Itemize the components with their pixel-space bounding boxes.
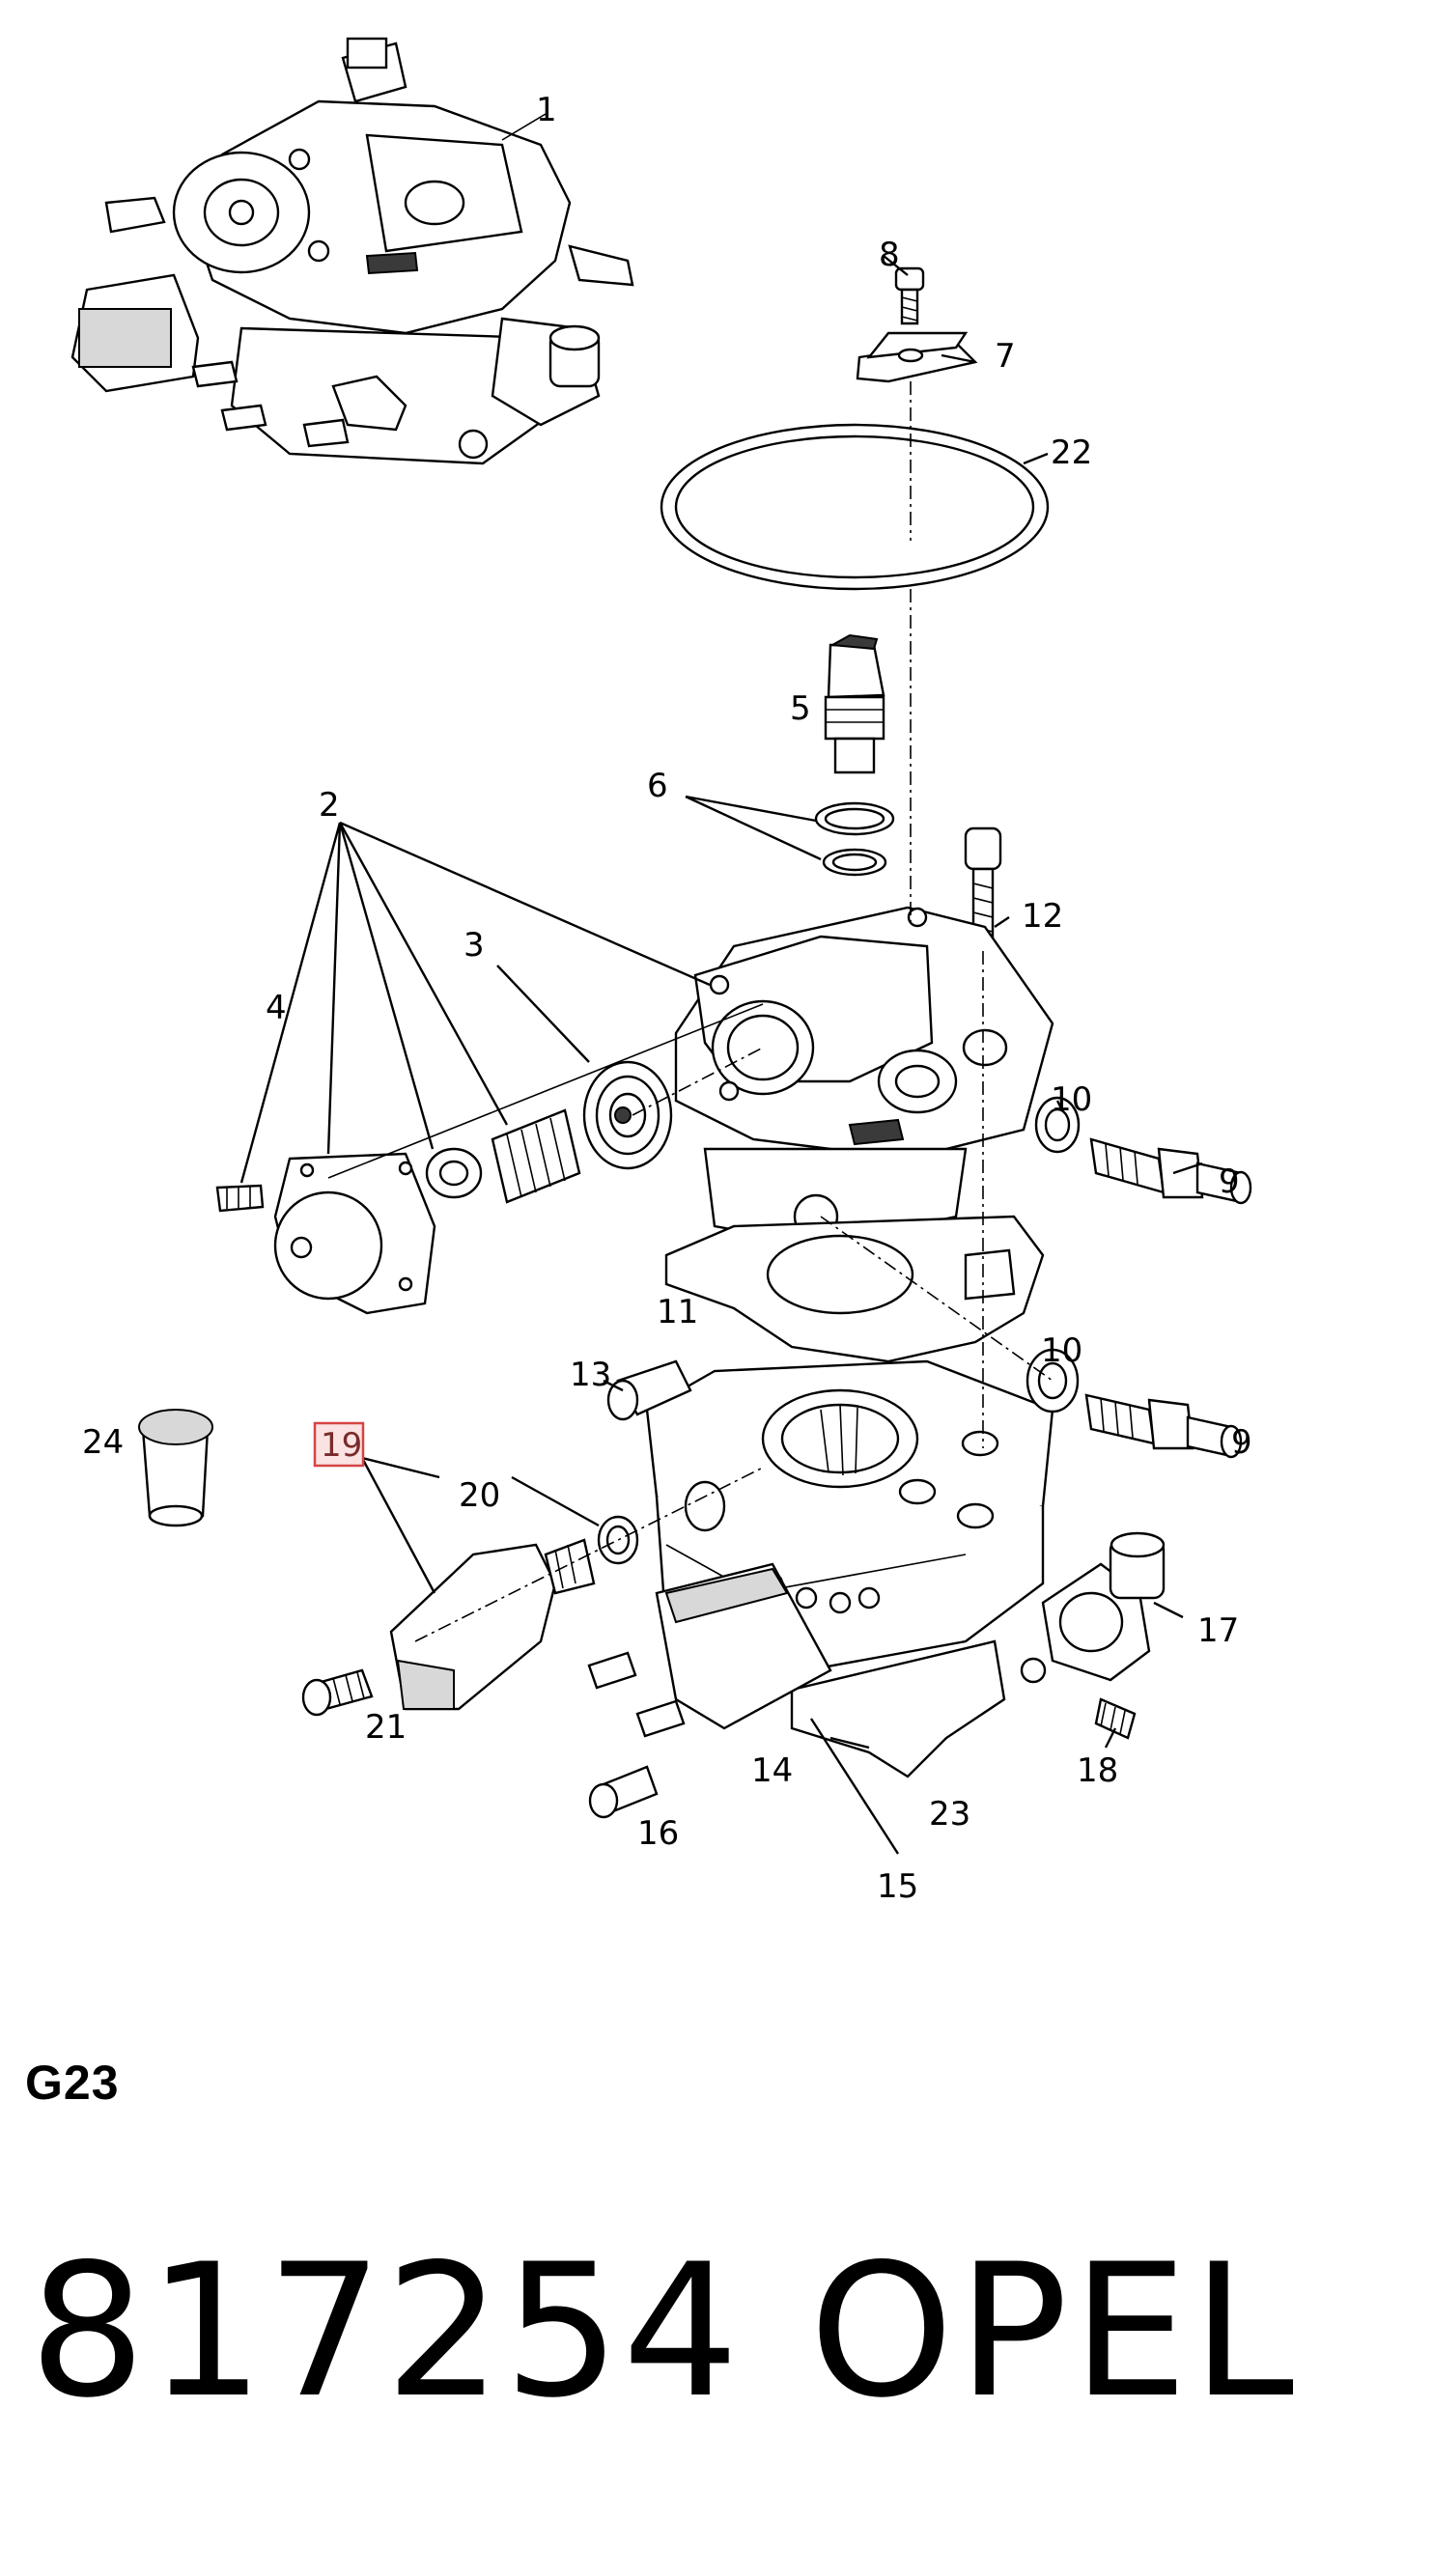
diaphragm-cover (273, 1152, 436, 1315)
seal-20 (597, 1515, 639, 1565)
callout-10-lower: 10 (1041, 1331, 1082, 1370)
part-number: 817254 (29, 2225, 742, 2438)
callout-1: 1 (536, 91, 557, 129)
callout-15: 15 (877, 1867, 918, 1906)
callout-17: 17 (1197, 1611, 1239, 1650)
callout-22: 22 (1051, 434, 1092, 472)
callout-2: 2 (319, 786, 340, 825)
callout-12: 12 (1022, 897, 1063, 936)
leader-lines (239, 113, 1203, 1855)
group-code: G23 (25, 2056, 120, 2110)
callout-19-highlight (313, 1421, 365, 1468)
diaphragm-3 (582, 1060, 673, 1170)
callout-20: 20 (459, 1476, 500, 1515)
screw-21 (301, 1668, 374, 1717)
callout-4: 4 (266, 989, 287, 1027)
screw-4 (215, 1184, 265, 1213)
callout-9-upper: 9 (1219, 1162, 1240, 1201)
callout-24: 24 (82, 1423, 124, 1462)
callout-labels: 1 2 3 4 5 6 7 8 9 9 10 10 11 12 13 14 15… (82, 91, 1252, 1906)
seal-10-upper (1034, 1096, 1081, 1154)
seal-10-lower (1026, 1348, 1080, 1414)
o-rings-6 (814, 801, 895, 877)
brand-name: OPEL (809, 2225, 1299, 2438)
fitting-9-upper (1089, 1137, 1252, 1205)
callout-21: 21 (365, 1708, 407, 1747)
callout-11: 11 (657, 1293, 698, 1331)
callout-16: 16 (637, 1814, 679, 1853)
idle-actuator-19 (389, 1538, 596, 1711)
assembled-throttle-body-unit (70, 37, 634, 465)
plate-23 (790, 1639, 1006, 1778)
screw-18 (1094, 1697, 1137, 1740)
screw-8 (894, 266, 925, 325)
screw-16 (587, 1651, 686, 1819)
fitting-9-lower (1084, 1393, 1243, 1459)
cover-14 (655, 1562, 832, 1730)
assembly-axes (327, 381, 1054, 1642)
callout-8: 8 (879, 236, 900, 274)
sensor-17 (1020, 1531, 1166, 1684)
upper-housing (674, 906, 1054, 1247)
callout-19: 19 (321, 1426, 362, 1465)
gasket-ring-22 (660, 423, 1050, 591)
callout-9-lower: 9 (1231, 1423, 1252, 1462)
gasket-11 (664, 1215, 1045, 1363)
callout-3: 3 (464, 926, 485, 965)
spring (491, 1108, 581, 1204)
callout-18: 18 (1077, 1751, 1118, 1790)
callout-14: 14 (751, 1751, 793, 1790)
bracket-7 (856, 331, 978, 383)
callout-23: 23 (929, 1795, 970, 1834)
callout-10-upper: 10 (1051, 1080, 1092, 1119)
diaphragm-seat (425, 1147, 483, 1199)
callout-5: 5 (790, 689, 811, 728)
injector-5 (824, 633, 885, 774)
lower-throttle-body (606, 1359, 1054, 1682)
callout-7: 7 (995, 337, 1016, 376)
callout-13: 13 (570, 1356, 611, 1394)
callout-6: 6 (647, 767, 668, 805)
cap-24 (138, 1409, 213, 1527)
